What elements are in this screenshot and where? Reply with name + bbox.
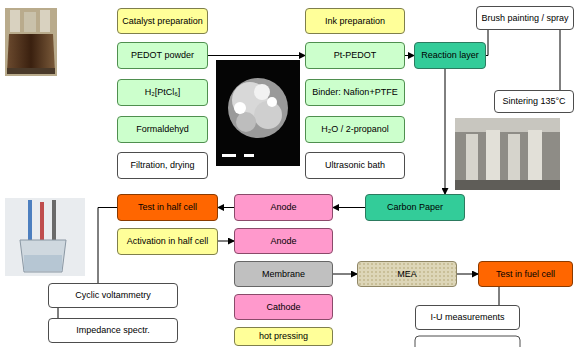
- box-label: MEA: [397, 269, 417, 279]
- box-label: Activation in half cell: [127, 236, 209, 246]
- process-box: Reaction layer: [414, 42, 486, 69]
- layer-box: Anode: [234, 194, 333, 221]
- layer-box: Membrane: [234, 261, 333, 287]
- fuel-cell-photo: [455, 118, 560, 190]
- connector: [58, 308, 59, 318]
- process-box: H₂O / 2-propanol: [305, 116, 405, 143]
- connector: [486, 30, 488, 56]
- box-label: Anode: [270, 202, 296, 212]
- connector: [333, 207, 365, 208]
- process-box: Carbon Paper: [365, 194, 465, 221]
- box-label: Formaldehyd: [136, 124, 189, 134]
- box-label: Carbon Paper: [387, 202, 443, 212]
- connector: [457, 274, 478, 275]
- method-box: Cyclic voltammetry: [48, 283, 178, 308]
- process-box: MEA: [357, 261, 457, 287]
- box-label: Test in fuel cell: [496, 269, 555, 279]
- cut-off-box: [415, 336, 520, 347]
- connector: [333, 274, 357, 275]
- section-header: Catalyst preparation: [117, 8, 208, 34]
- process-box: Activation in half cell: [117, 228, 218, 255]
- box-label: Reaction layer: [421, 50, 479, 60]
- process-box: PEDOT powder: [117, 42, 208, 69]
- half-cell-photo: [5, 198, 85, 276]
- connector: [445, 69, 446, 194]
- connector: [218, 241, 234, 242]
- connector: [98, 208, 117, 284]
- box-label: Filtration, drying: [130, 160, 194, 170]
- box-label: Cyclic voltammetry: [75, 290, 151, 300]
- connector: [499, 287, 500, 305]
- process-box: Sintering 135°C: [494, 90, 574, 113]
- box-label: I-U measurements: [430, 312, 504, 322]
- box-label: Binder: Nafion+PTFE: [312, 87, 397, 97]
- box-label: Cathode: [266, 302, 300, 312]
- test-box: Test in half cell: [117, 194, 218, 221]
- tem-image: [216, 60, 300, 166]
- flask-photo: [5, 8, 57, 76]
- process-box: Brush painting / spray: [476, 6, 574, 30]
- process-box: Pt-PEDOT: [305, 42, 405, 69]
- layer-box: Anode: [234, 228, 333, 254]
- test-box: Test in fuel cell: [478, 261, 573, 287]
- process-box: H₂[PtCl₆]: [117, 79, 208, 106]
- connector: [208, 55, 305, 56]
- box-label: hot pressing: [259, 331, 308, 341]
- process-box: Binder: Nafion+PTFE: [305, 79, 405, 106]
- connector: [405, 55, 414, 56]
- box-label: Ultrasonic bath: [325, 160, 385, 170]
- box-label: Test in half cell: [138, 202, 197, 212]
- method-box: I-U measurements: [415, 305, 520, 330]
- box-label: Sintering 135°C: [502, 96, 565, 106]
- connector: [560, 30, 561, 90]
- box-label: PEDOT powder: [131, 50, 194, 60]
- section-header: Ink preparation: [305, 8, 405, 34]
- box-label: Ink preparation: [325, 16, 385, 26]
- box-label: Anode: [270, 236, 296, 246]
- process-box: Filtration, drying: [117, 152, 208, 179]
- layer-box: Cathode: [234, 294, 333, 320]
- box-label: H₂O / 2-propanol: [321, 124, 389, 134]
- box-label: Membrane: [262, 269, 305, 279]
- box-label: Impedance spectr.: [76, 325, 150, 335]
- box-label: Catalyst preparation: [122, 16, 203, 26]
- method-box: Impedance spectr.: [48, 318, 178, 343]
- process-box: hot pressing: [234, 327, 333, 346]
- process-box: Ultrasonic bath: [305, 152, 405, 179]
- process-box: Formaldehyd: [117, 116, 208, 143]
- connector: [218, 207, 234, 208]
- box-label: Pt-PEDOT: [334, 50, 377, 60]
- box-label: Brush painting / spray: [481, 13, 568, 23]
- box-label: H₂[PtCl₆]: [145, 87, 181, 97]
